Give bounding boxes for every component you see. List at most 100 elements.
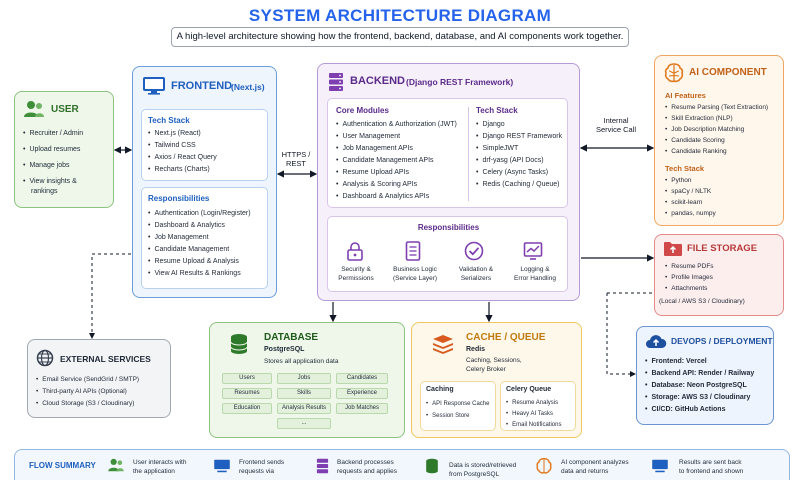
frontend-resp-title: Responsibilities [148,194,210,203]
check-circle-icon [464,241,484,261]
flow-step-5-l1: AI component analyzes [561,459,629,466]
internal-call-label: Internal Service Call [588,116,644,134]
user-item-cont: rankings [31,188,58,195]
backend-core-item: Dashboard & Analytics APIs [336,191,429,203]
frontend-resp-panel: Responsibilities Authentication (Login/R… [141,187,268,289]
backend-tech-item: Django [476,119,504,131]
resp-business-l1: Business Logic [393,266,437,273]
external-title: EXTERNAL SERVICES [60,354,151,364]
backend-subtitle: (Django REST Framework) [406,77,514,87]
backend-title: BACKEND [350,75,405,87]
flow-step-1-l1: User interacts with [133,459,187,466]
frontend-resp-item: Job Management [148,232,208,244]
server-icon [316,458,329,474]
db-table-cell: ... [277,418,331,429]
celery-item: Resume Analysis [506,397,558,409]
page-title: SYSTEM ARCHITECTURE DIAGRAM [248,6,552,25]
frontend-resp-item: View AI Results & Rankings [148,268,240,280]
database-subtitle: PostgreSQL [264,346,305,353]
ai-tech-title: Tech Stack [665,164,705,173]
devops-box: DEVOPS / DEPLOYMENT Frontend: Vercel Bac… [636,326,774,425]
frontend-resp-item: Candidate Management [148,244,229,256]
user-item: Manage jobs [23,160,69,172]
flow-step-6-l2: to frontend and shown [679,468,744,475]
flow-step-2-l1: Frontend sends [239,459,285,466]
external-item: Third-party AI APIs (Optional) [36,386,127,398]
flow-step: Backend processes requests and applies [337,458,397,476]
caching-item: Session Store [426,410,469,422]
flow-step: Results are sent back to frontend and sh… [679,458,743,476]
backend-core-item: Candidate Management APIs [336,155,433,167]
db-table-cell: Skills [277,388,331,399]
backend-resp-panel: Responsibilities Security & Permissions [327,216,568,292]
backend-tech-item: drf-yasg (API Docs) [476,155,543,167]
frontend-tech-panel: Tech Stack Next.js (React) Tailwind CSS … [141,109,268,181]
celery-panel: Celery Queue Resume Analysis Heavy AI Ta… [500,381,576,431]
user-item: Upload resumes [23,144,80,156]
flow-step-3-l2: requests and applies [337,468,397,475]
ai-feature-item: Resume Parsing (Text Extraction) [665,102,768,114]
ai-feature-item: Candidate Ranking [665,146,726,158]
folder-upload-icon [664,242,682,256]
database-icon [426,458,438,474]
file-item: Resume PDFs [665,261,713,273]
devops-item: Storage: AWS S3 / Cloudinary [645,392,750,404]
flow-step-4-l2: from PostgreSQL [449,471,500,478]
ai-feature-item: Candidate Scoring [665,135,724,147]
frontend-tech-item: Axios / React Query [148,152,216,164]
frontend-tech-item: Tailwind CSS [148,140,195,152]
user-title: USER [51,104,79,115]
cloud-upload-icon [646,335,667,348]
celery-item: Heavy AI Tasks [506,408,553,420]
caching-title: Caching [426,386,454,393]
frontend-tech-item: Next.js (React) [148,128,200,140]
cache-desc-line1: Caching, Sessions, [466,357,522,364]
file-item: Attachments [665,283,707,295]
backend-core-item: Analysis & Scoring APIs [336,179,417,191]
backend-resp-label: Business Logic (Service Layer) [386,265,444,283]
resp-validation-l2: Serializers [460,275,492,282]
cache-subtitle: Redis [466,346,486,353]
devops-item: CI/CD: GitHub Actions [645,404,725,416]
frontend-tech-item: Recharts (Charts) [148,164,209,176]
backend-resp-label: Logging & Error Handling [506,265,564,283]
flow-step-5-l2: data and returns [561,468,609,475]
https-label-line2: REST [285,159,306,168]
resp-business-l2: (Service Layer) [392,275,438,282]
devops-arrow [606,293,636,377]
frontend-resp-item: Resume Upload & Analysis [148,256,238,268]
frontend-resp-item: Dashboard & Analytics [148,220,224,232]
file-item: Profile Images [665,272,713,284]
resp-security-l2: Permissions [338,275,374,282]
internal-label-line2: Service Call [595,125,636,134]
monitor-icon [214,459,230,473]
flow-step-6-l1: Results are sent back [679,459,742,466]
frontend-subtitle: (Next.js) [231,82,265,92]
db-table-cell: Candidates [336,373,388,384]
external-item: Cloud Storage (S3 / Cloudinary) [36,398,134,410]
flow-step-1-l2: the application [133,468,175,475]
celery-item: Email Notifications [506,419,561,431]
db-table-cell: Users [222,373,272,384]
page-subtitle: A high-level architecture showing how th… [171,27,629,47]
chart-monitor-icon [523,242,543,260]
frontend-box: FRONTEND (Next.js) Tech Stack Next.js (R… [132,66,277,298]
flow-step: AI component analyzes data and returns [561,458,629,476]
backend-tech-title: Tech Stack [476,106,518,115]
cache-queue-box: CACHE / QUEUE Redis Caching, Sessions, C… [411,322,582,438]
backend-core-item: Resume Upload APIs [336,167,409,179]
resp-logging-l1: Logging & [520,266,550,273]
flow-step-2-l2: requests via [239,468,275,475]
db-table-cell: Job Matches [336,403,388,414]
celery-title: Celery Queue [506,386,552,393]
flow-step: Data is stored/retrieved from PostgreSQL [449,461,516,479]
external-item: Email Service (SendGrid / SMTP) [36,374,139,386]
flow-title: FLOW SUMMARY [29,461,96,470]
user-box: USER Recruiter / Admin Upload resumes Ma… [14,91,114,208]
brain-icon [536,457,552,474]
database-box: DATABASE PostgreSQL Stores all applicati… [209,322,405,438]
redis-stack-icon [433,335,453,354]
database-desc: Stores all application data [264,358,339,365]
ai-tech-item: pandas, numpy [665,208,715,220]
user-item: View insights & [23,176,76,188]
